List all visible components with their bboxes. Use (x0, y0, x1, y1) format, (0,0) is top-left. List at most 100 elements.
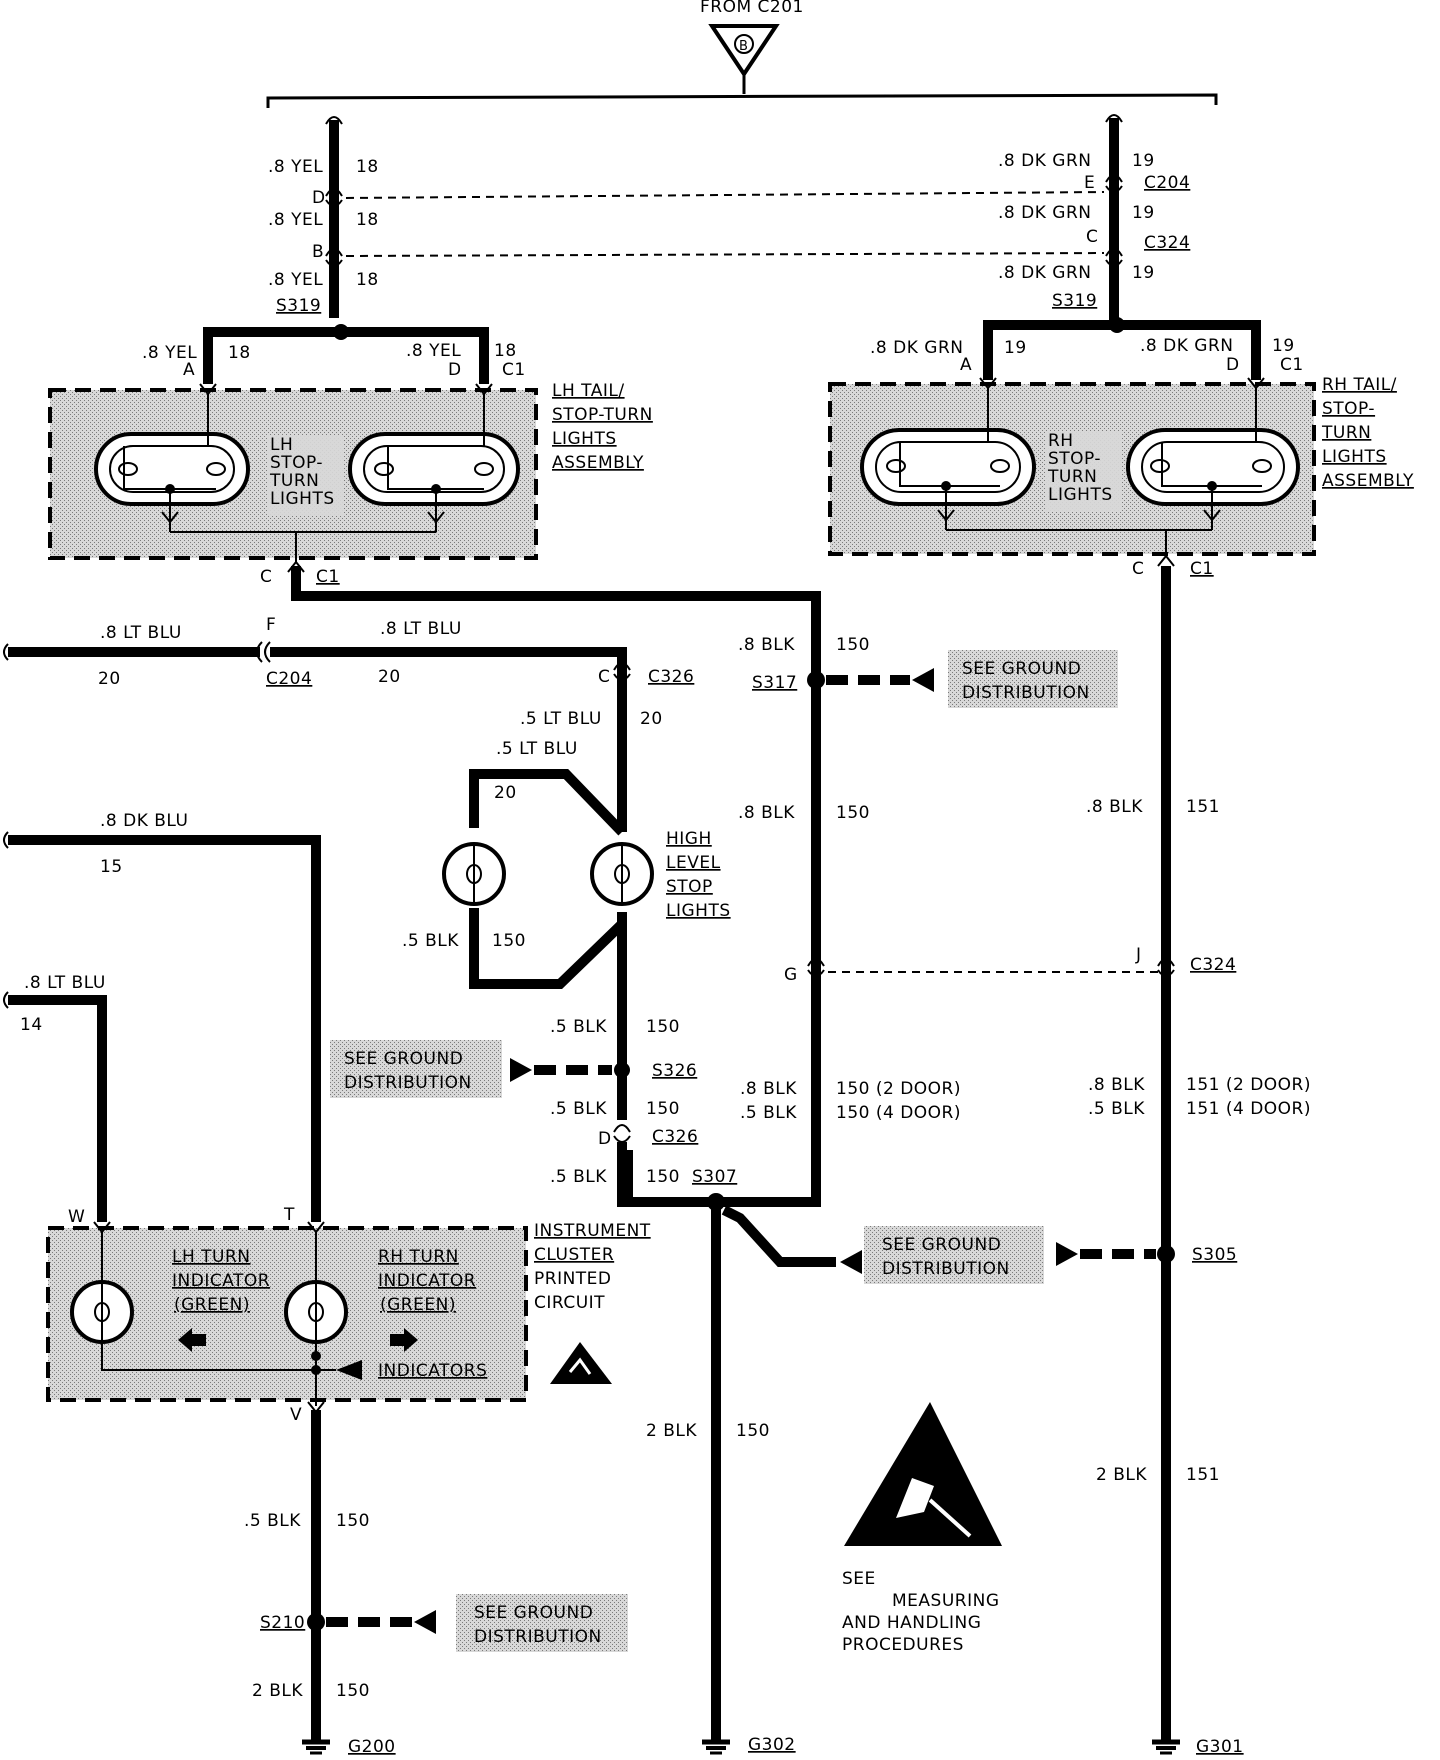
s307-bottom-gauge: 2 BLK (646, 1421, 697, 1441)
cluster-rh-label-3: (GREEN) (380, 1295, 456, 1315)
s307-splice: S307 (692, 1167, 737, 1187)
rh-lamps-label-1: RH (1048, 431, 1074, 451)
ground-ref-s326: SEE GROUND DISTRIBUTION (330, 1040, 612, 1098)
s317-lower-2-gauge: .5 BLK (740, 1103, 797, 1123)
rh-connector-c324: C324 (1190, 955, 1236, 975)
lt-blu-left-gauge: .8 LT BLU (100, 623, 182, 643)
right-branch-d-circuit: 19 (1272, 336, 1295, 356)
ground-ref-s210-line-2: DISTRIBUTION (474, 1627, 602, 1647)
indicators-arrow-icon (336, 1360, 362, 1380)
ground-ref-s317: SEE GROUND DISTRIBUTION (826, 650, 1118, 708)
rh-assembly-title-2: STOP- (1322, 399, 1375, 419)
source-connector: FROM C201 B (266, 0, 1218, 108)
left-wire-3-gauge: .8 YEL (268, 270, 323, 290)
lt-blu-left-circuit: 20 (98, 669, 121, 689)
lh-assembly-title-4: ASSEMBLY (552, 453, 644, 473)
s317-column-labels: .8 BLK 150 S317 .8 BLK 150 G .8 BLK 150 … (738, 635, 961, 1123)
right-branch-a-gauge: .8 DK GRN (870, 338, 963, 358)
hl-title-4: LIGHTS (666, 901, 731, 921)
hl-wire-lower-circuit: 150 (646, 1099, 680, 1119)
lh-out-pin: C (260, 567, 272, 587)
right-branch-d-connector: C1 (1280, 355, 1304, 375)
rh-splice-s305: S305 (1192, 1245, 1237, 1265)
esd-note-line-3: AND HANDLING (842, 1613, 981, 1633)
left-bottom-gauge: 2 BLK (252, 1681, 303, 1701)
esd-small-icon (550, 1342, 612, 1384)
rh-top-gauge: .8 BLK (1086, 797, 1143, 817)
rh-lower-1-gauge: .8 BLK (1088, 1075, 1145, 1095)
lh-assembly-title-3: LIGHTS (552, 429, 617, 449)
left-splice-s210: S210 (260, 1613, 305, 1633)
left-wire-1-gauge: .8 YEL (268, 157, 323, 177)
cluster-rh-label-2: INDICATOR (378, 1271, 476, 1291)
right-pin-c: C (1086, 227, 1098, 247)
s307-group: S307 2 BLK 150 G302 (646, 1167, 862, 1755)
lh-lamps-label-1: LH (270, 435, 293, 455)
esd-note: SEE MEASURING AND HANDLING PROCEDURES (842, 1402, 1002, 1655)
lt-blu-14-circuit: 14 (20, 1015, 43, 1035)
left-feed: .8 YEL 18 D .8 YEL 18 B .8 YEL 18 S319 .… (142, 116, 526, 384)
cluster-pin-t: T (283, 1205, 295, 1225)
lt-blu-row: .8 LT BLU 20 F C204 .8 LT BLU 20 (3, 615, 627, 689)
s307-bottom-circuit: 150 (736, 1421, 770, 1441)
cluster-rh-label-1: RH TURN (378, 1247, 459, 1267)
lh-lamps-label-2: STOP- (270, 453, 323, 473)
right-splice-s319: S319 (1052, 291, 1097, 311)
hl-bottom-pin: D (598, 1129, 612, 1149)
lh-ground-run (291, 566, 821, 1207)
rh-lamps-label-2: STOP- (1048, 449, 1101, 469)
hl-ground-wire-circuit: 150 (492, 931, 526, 951)
rh-bottom-gauge: 2 BLK (1096, 1465, 1147, 1485)
left-branch-a-gauge: .8 YEL (142, 343, 197, 363)
hl-ground-wire-gauge: .5 BLK (402, 931, 459, 951)
cluster-pin-w: W (68, 1207, 85, 1227)
hl-wire-b-gauge: .5 LT BLU (496, 739, 578, 759)
left-bottom-wire-circuit: 150 (336, 1511, 370, 1531)
right-wire-3-circuit: 19 (1132, 263, 1155, 283)
hl-lamp-right (590, 842, 654, 906)
cluster-title-4: CIRCUIT (534, 1293, 605, 1313)
rh-out-pin: C (1132, 559, 1144, 579)
s317-pin-g: G (784, 965, 798, 985)
right-wire-2-circuit: 19 (1132, 203, 1155, 223)
hl-title-3: STOP (666, 877, 713, 897)
lh-out-connector: C1 (316, 567, 340, 587)
rh-lamps-label-3: TURN (1047, 467, 1097, 487)
cluster-rh-lamp (284, 1280, 348, 1344)
lh-turn-arrow-icon (178, 1328, 206, 1352)
right-wire-1-circuit: 19 (1132, 151, 1155, 171)
right-connector-c204: C204 (1144, 173, 1190, 193)
hl-bottom-connector: C326 (652, 1127, 698, 1147)
source-bus (266, 93, 1218, 108)
ground-ref-s305-line-2: DISTRIBUTION (882, 1259, 1010, 1279)
ground-ref-s210-line-1: SEE GROUND (474, 1603, 593, 1623)
rh-lower-2-circuit: 151 (4 DOOR) (1186, 1099, 1311, 1119)
ground-ref-s317-line-2: DISTRIBUTION (962, 683, 1090, 703)
lh-assembly-title-2: STOP-TURN (552, 405, 653, 425)
ground-g200-icon (302, 1742, 330, 1753)
left-branch-a-circuit: 18 (228, 343, 251, 363)
cluster-lh-label-1: LH TURN (172, 1247, 251, 1267)
left-bottom: .5 BLK 150 S210 SEE GROUND DISTRIBUTION … (244, 1410, 628, 1757)
rh-top-circuit: 151 (1186, 797, 1220, 817)
s317-mid-circuit: 150 (836, 803, 870, 823)
instrument-cluster: W T LH TURN INDICATOR (GREEN) RH TURN IN… (46, 1205, 650, 1425)
s317-lower-1-gauge: .8 BLK (740, 1079, 797, 1099)
ground-g302-icon (702, 1742, 730, 1753)
rh-lower-2-gauge: .5 BLK (1088, 1099, 1145, 1119)
left-branch-d-pin: D (448, 360, 462, 380)
rh-lamp-left (860, 428, 1036, 506)
hl-wire-down-circuit: 150 (646, 1017, 680, 1037)
s317-top-circuit: 150 (836, 635, 870, 655)
rh-assembly-title-1: RH TAIL/ (1322, 375, 1397, 395)
hl-wire-s307-gauge: .5 BLK (550, 1167, 607, 1187)
source-tag: B (739, 39, 748, 54)
left-branch-d-connector: C1 (502, 360, 526, 380)
lt-blu-right-gauge: .8 LT BLU (380, 619, 462, 639)
rh-lower-1-circuit: 151 (2 DOOR) (1186, 1075, 1311, 1095)
right-branch-a-circuit: 19 (1004, 338, 1027, 358)
rh-column: .8 BLK 151 J C324 .8 BLK 151 (2 DOOR) .5… (1086, 566, 1311, 1757)
hl-title-2: LEVEL (666, 853, 721, 873)
hl-wire-a-gauge: .5 LT BLU (520, 709, 602, 729)
lh-tail-assembly: LH STOP- TURN LIGHTS LH TAIL/ STOP-TURN … (48, 381, 653, 587)
